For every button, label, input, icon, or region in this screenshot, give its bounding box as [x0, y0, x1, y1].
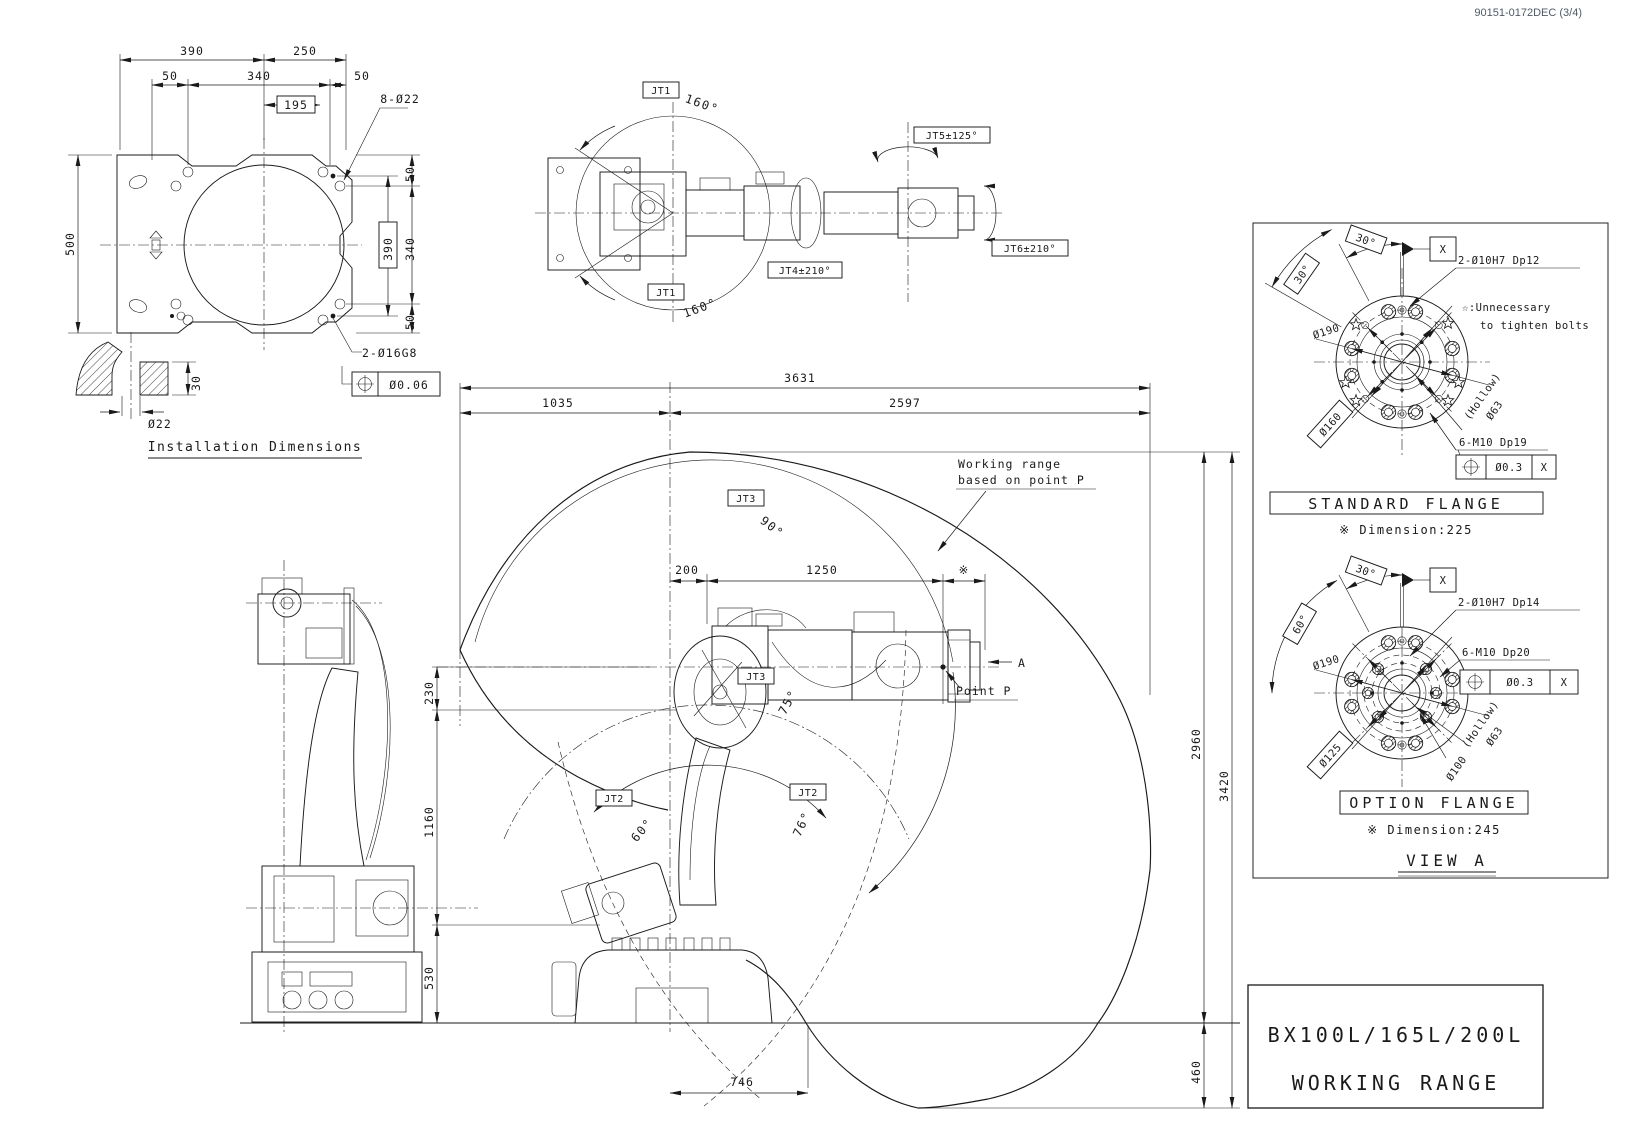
dim-390: 390: [180, 44, 204, 58]
robot-top-view: JT1 160° JT1 160° JT4±210° JT5±125° JT6±…: [535, 81, 1069, 322]
view-a-label: VIEW A: [1406, 851, 1488, 870]
dim-250: 250: [293, 44, 317, 58]
option-flange-dimension-note: ※ Dimension:245: [1367, 823, 1501, 837]
dim-190-option: Ø190: [1311, 653, 1341, 673]
option-flange-title: OPTION FLANGE: [1349, 794, 1518, 812]
dim-530: 530: [422, 966, 436, 990]
dim-390-boxed: 390: [381, 237, 395, 261]
label-8-holes: 8-Ø22: [380, 92, 420, 106]
tolerance-option: Ø0.3: [1506, 677, 1533, 689]
dim-190-standard: Ø190: [1311, 322, 1341, 342]
view-a-arrow-label: A: [1018, 656, 1026, 670]
tolerance-datum-option: X: [1561, 677, 1568, 689]
dim-195: 195: [284, 98, 308, 112]
dim-50-bottom: 50: [403, 314, 417, 330]
label-jt1-top-angle: 160°: [683, 91, 721, 116]
datum-label-option: X: [1440, 575, 1447, 587]
robot-side-view: [246, 560, 478, 1032]
installation-caption: Installation Dimensions: [148, 440, 363, 455]
label-jt3b: JT3: [746, 672, 766, 683]
label-jt2b-angle: 76°: [790, 809, 814, 839]
label-jt2b: JT2: [798, 788, 818, 799]
dim-2597: 2597: [889, 396, 921, 410]
dim-100-option: Ø100: [1444, 754, 1469, 783]
label-jt4: JT4±210°: [779, 266, 831, 277]
standard-flange-view: X 30° 30° Ø190 Ø160 (Hollow) Ø63 2-Ø10H7…: [1264, 224, 1589, 537]
title-block: BX100L/165L/200L WORKING RANGE: [1247, 984, 1544, 1109]
star-note-line1: ☆:Unnecessary: [1462, 302, 1551, 314]
dim-1160: 1160: [422, 806, 436, 838]
dim-3420: 3420: [1217, 770, 1231, 802]
label-pins: 2-Ø16G8: [362, 346, 417, 360]
standard-flange-dimension-note: ※ Dimension:225: [1339, 523, 1473, 537]
dim-star: ※: [959, 563, 970, 577]
star-note-line2: to tighten bolts: [1480, 320, 1589, 332]
dim-340-right: 340: [403, 237, 417, 261]
hollow-dia-option: Ø63: [1484, 725, 1506, 749]
dim-1035: 1035: [542, 396, 574, 410]
working-range-note-line2: based on point P: [958, 473, 1085, 487]
label-jt3b-angle: 75°: [776, 687, 801, 717]
dim-2960: 2960: [1189, 728, 1203, 760]
dim-340: 340: [247, 69, 271, 83]
dim-746: 746: [730, 1075, 754, 1089]
label-jt6: JT6±210°: [1004, 244, 1056, 255]
tolerance-standard: Ø0.3: [1495, 462, 1522, 474]
dim-500: 500: [63, 232, 77, 256]
label-jt5: JT5±125°: [926, 131, 978, 142]
standard-flange-title: STANDARD FLANGE: [1308, 495, 1503, 513]
option-flange-view: X 30° 60° Ø190 Ø125 Ø100 (Hollow) Ø63 2-…: [1269, 555, 1580, 877]
pin-note-standard: 2-Ø10H7 Dp12: [1458, 255, 1540, 267]
label-jt3-angle: 90°: [757, 513, 786, 540]
installation-view: 390 250 50 340 50 195 8-Ø22 500 50 340 5…: [63, 44, 441, 459]
dim-50-top: 50: [403, 166, 417, 182]
label-jt3: JT3: [736, 494, 756, 505]
label-jt1-top: JT1: [651, 86, 671, 97]
working-range-note-line1: Working range: [958, 457, 1061, 471]
dim-460: 460: [1189, 1060, 1203, 1084]
point-p-label: Point P: [956, 684, 1011, 698]
pin-note-option: 2-Ø10H7 Dp14: [1458, 597, 1540, 609]
document-number: 90151-0172DEC (3/4): [1474, 7, 1582, 19]
hollow-dia-standard: Ø63: [1484, 399, 1506, 423]
dim-section-30: 30: [189, 375, 203, 391]
title-model: BX100L/165L/200L: [1268, 1023, 1525, 1047]
bolt-note-standard: 6-M10 Dp19: [1459, 437, 1527, 449]
tolerance-datum-standard: X: [1541, 462, 1548, 474]
robot-elevation: [551, 607, 981, 1024]
bolt-note-option: 6-M10 Dp20: [1462, 647, 1530, 659]
label-jt2-angle: 60°: [628, 815, 656, 844]
flange-detail-panel: X 30° 30° Ø190 Ø160 (Hollow) Ø63 2-Ø10H7…: [1252, 222, 1609, 879]
dim-1250: 1250: [806, 563, 838, 577]
dim-50-left: 50: [162, 69, 178, 83]
dim-3631: 3631: [784, 371, 816, 385]
datum-label-standard: X: [1440, 244, 1447, 256]
label-jt1-bottom-angle: 160°: [681, 295, 719, 320]
dim-section-22: Ø22: [148, 417, 172, 431]
dim-50-right: 50: [354, 69, 370, 83]
title-working-range: WORKING RANGE: [1292, 1071, 1501, 1095]
dim-230: 230: [422, 681, 436, 705]
tolerance-value: Ø0.06: [389, 378, 429, 392]
dim-200: 200: [675, 563, 699, 577]
label-jt1-bottom: JT1: [656, 288, 676, 299]
working-range-diagram: 3631 1035 2597 200 1250 ※ 230 1160 530 7…: [240, 371, 1240, 1109]
label-jt2: JT2: [604, 794, 624, 805]
